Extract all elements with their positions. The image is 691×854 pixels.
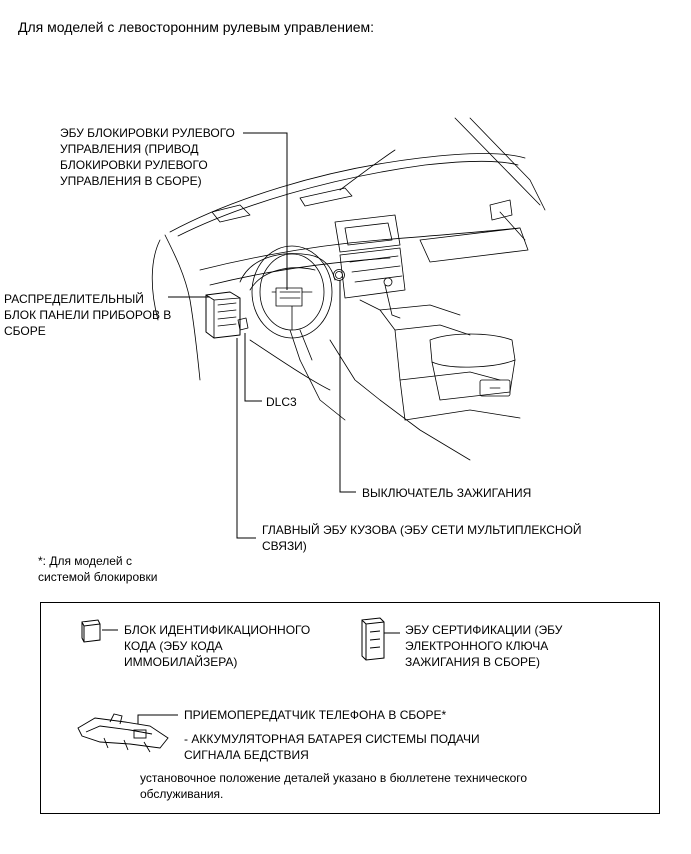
label-certification-ecu: ЭБУ СЕРТИФИКАЦИИ (ЭБУ ЭЛЕКТРОННОГО КЛЮЧА…: [405, 623, 563, 669]
certification-ecu-icon: [361, 617, 385, 661]
label-main-body-ecu: ГЛАВНЫЙ ЭБУ КУЗОВА (ЭБУ СЕТИ МУЛЬТИПЛЕКС…: [262, 523, 582, 553]
label-instrument-panel-junction-block: РАСПРЕДЕЛИТЕЛЬНЫЙ БЛОК ПАНЕЛИ ПРИБОРОВ В…: [4, 292, 172, 338]
footnote: *: Для моделей с системой блокировки: [38, 554, 158, 584]
page-heading: Для моделей с левосторонним рулевым упра…: [18, 19, 375, 35]
label-dlc3: DLC3: [266, 395, 297, 409]
id-code-box-icon: [81, 619, 101, 643]
label-battery-note: - АККУМУЛЯТОРНАЯ БАТАРЕЯ СИСТЕМЫ ПОДАЧИ …: [184, 732, 480, 762]
telephone-transceiver-icon: [77, 713, 169, 753]
label-steering-lock-ecu: ЭБУ БЛОКИРОВКИ РУЛЕВОГО УПРАВЛЕНИЯ (ПРИВ…: [60, 126, 235, 188]
label-id-code-box: БЛОК ИДЕНТИФИКАЦИОННОГО КОДА (ЭБУ КОДА И…: [124, 623, 311, 669]
label-telephone-transceiver: ПРИЕМОПЕРЕДАТЧИК ТЕЛЕФОНА В СБОРЕ*: [184, 708, 447, 722]
install-note: установочное положение деталей указано в…: [140, 771, 528, 801]
label-ignition-switch: ВЫКЛЮЧАТЕЛЬ ЗАЖИГАНИЯ: [362, 486, 532, 500]
legend-box: [40, 602, 660, 814]
